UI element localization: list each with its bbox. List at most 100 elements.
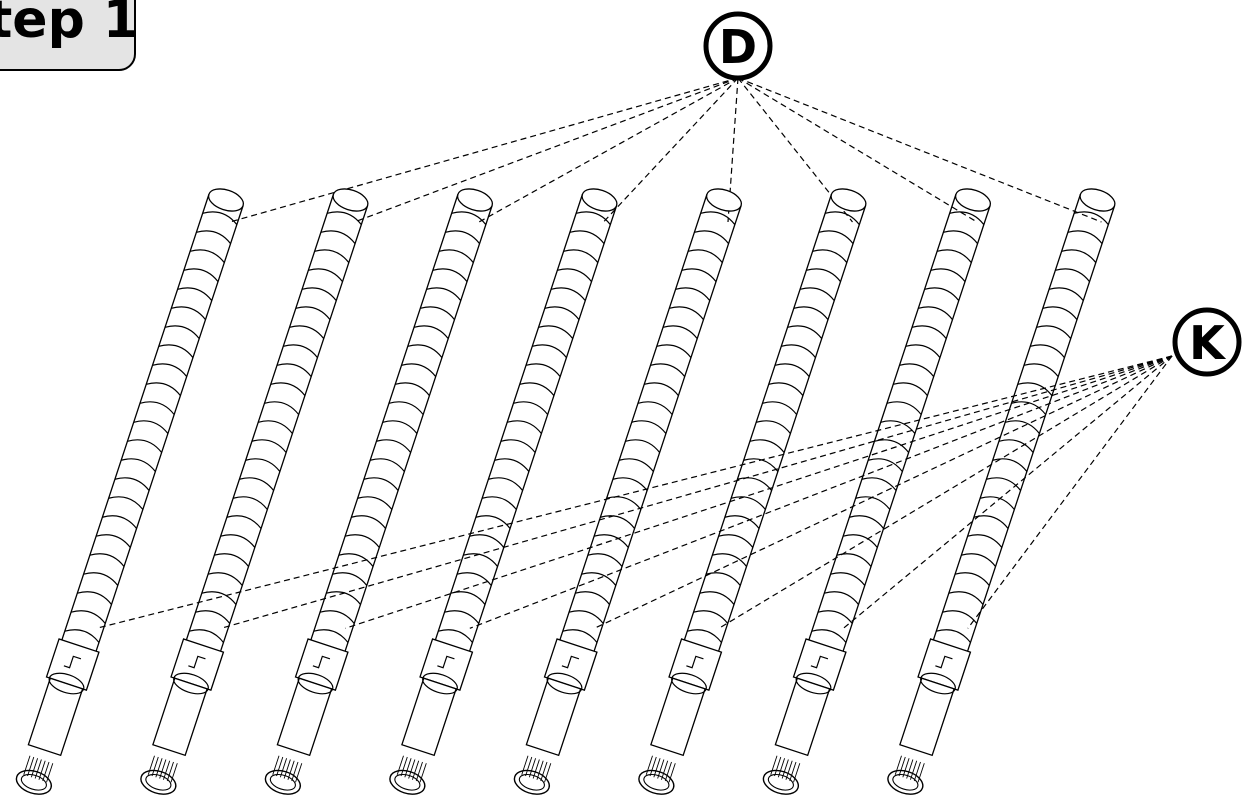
tube-end-cap bbox=[389, 769, 426, 795]
tube-segment-ring bbox=[874, 439, 910, 453]
tube-segment-ring bbox=[388, 401, 424, 415]
tube-segment-ring bbox=[344, 534, 380, 548]
leader-K-to-tube-5 bbox=[594, 355, 1173, 629]
tube-handle bbox=[152, 677, 208, 757]
tube-end-cap bbox=[762, 769, 800, 795]
tube-segment-ring bbox=[127, 439, 163, 453]
tube-segment-ring bbox=[662, 325, 698, 339]
tube-segment-ring bbox=[276, 363, 312, 377]
tube-segment-ring bbox=[133, 420, 169, 434]
tube-segment-ring bbox=[768, 382, 804, 396]
tube-segment-ring bbox=[967, 534, 1003, 548]
tube-segment-ring bbox=[332, 572, 368, 586]
tube-1 bbox=[15, 188, 245, 795]
tube-segment-ring bbox=[146, 382, 181, 396]
tube-top-cap bbox=[456, 188, 494, 212]
tube-knurl-line bbox=[906, 759, 914, 779]
tube-segment-ring bbox=[575, 211, 611, 226]
tube-side-left bbox=[344, 205, 493, 652]
tube-segment-ring bbox=[700, 211, 736, 226]
leader-D-to-tube-7 bbox=[737, 77, 978, 223]
leader-K-to-tube-8 bbox=[967, 355, 1173, 629]
tube-segment-ring bbox=[743, 458, 779, 472]
tube-segment-ring bbox=[139, 401, 175, 415]
tube-end-cap bbox=[140, 769, 177, 795]
tube-segment-ring bbox=[581, 572, 617, 586]
tube-segment-ring bbox=[600, 515, 636, 529]
tube-segment-ring bbox=[1011, 401, 1047, 415]
tube-segment-ring bbox=[687, 249, 723, 263]
tube-handle-ring bbox=[671, 672, 707, 695]
tube-knurl-line bbox=[532, 759, 540, 779]
tube-segment-ring bbox=[1005, 420, 1040, 434]
tube-side-left bbox=[95, 205, 244, 652]
tube-knurl-line bbox=[785, 760, 793, 780]
tube-knurl-line bbox=[279, 758, 288, 778]
tube-segment-ring bbox=[575, 591, 610, 605]
tube-segment-ring bbox=[232, 496, 268, 510]
tube-side-right bbox=[434, 194, 584, 641]
leader-K-to-tube-1 bbox=[96, 355, 1173, 629]
tube-knurl-line bbox=[291, 761, 299, 782]
tube-handle bbox=[401, 677, 457, 757]
tube-handle-ring bbox=[422, 672, 458, 695]
tube-knurl-line bbox=[46, 763, 54, 783]
tube-segment-ring bbox=[942, 610, 978, 624]
leader-D-to-tube-8 bbox=[737, 77, 1102, 223]
step-badge-label: Step 1 bbox=[0, 0, 139, 50]
tube-segment-ring bbox=[893, 382, 928, 396]
tube-handle-ring bbox=[173, 672, 209, 695]
tube-side-left bbox=[468, 205, 618, 652]
tube-knurl-line bbox=[521, 755, 529, 775]
tube-segment-ring bbox=[774, 363, 810, 377]
tube-segment-ring bbox=[961, 553, 997, 567]
tube-knurl-line bbox=[415, 761, 423, 782]
tube-segment-ring bbox=[606, 496, 642, 510]
tube-segment-ring bbox=[251, 439, 287, 453]
tube-segment-ring bbox=[102, 515, 138, 529]
tube-handle bbox=[899, 677, 955, 757]
tube-segment-ring bbox=[326, 591, 361, 605]
tube-segment-ring bbox=[562, 629, 598, 643]
leader-D-to-tube-1 bbox=[229, 77, 739, 223]
tube-3 bbox=[264, 188, 494, 795]
tube-segment-ring bbox=[189, 629, 224, 643]
tube-knurl-line bbox=[649, 756, 657, 777]
tube-top-cap bbox=[705, 188, 743, 212]
tube-segment-ring bbox=[563, 249, 599, 263]
tube-knurl-line bbox=[525, 756, 533, 777]
leader-K-to-tube-4 bbox=[469, 355, 1173, 629]
tube-segment-ring bbox=[370, 458, 405, 472]
tube-side-right bbox=[559, 194, 708, 641]
tube-segment-ring bbox=[1017, 382, 1053, 396]
tube-segment-ring bbox=[357, 496, 393, 510]
tube-side-right bbox=[932, 194, 1082, 641]
tube-segment-ring bbox=[413, 325, 449, 339]
tube-segment-ring bbox=[207, 572, 243, 586]
tube-segment-ring bbox=[936, 249, 972, 263]
tube-knurl-line bbox=[163, 760, 171, 780]
tube-connector-collar bbox=[294, 638, 349, 691]
tube-segment-ring bbox=[998, 439, 1034, 453]
tube-top-cap bbox=[1079, 188, 1116, 212]
tube-segment-ring bbox=[799, 287, 835, 301]
tube-segment-ring bbox=[338, 553, 374, 567]
tube-end-cap bbox=[638, 769, 675, 795]
leader-D-to-tube-2 bbox=[354, 77, 739, 223]
tube-segment-ring bbox=[314, 249, 350, 263]
tube-segment-ring bbox=[450, 591, 486, 605]
tube-knurl-line bbox=[902, 758, 910, 778]
tube-side-left bbox=[966, 205, 1116, 652]
tube-top-cap bbox=[207, 188, 245, 212]
tube-4 bbox=[389, 188, 618, 795]
tube-knurl-line bbox=[894, 755, 902, 775]
tube-segment-ring bbox=[171, 306, 206, 320]
tube-top-cap bbox=[581, 188, 618, 212]
tube-2 bbox=[140, 188, 369, 795]
tube-segment-ring bbox=[313, 629, 349, 643]
tube-segment-ring bbox=[924, 287, 960, 301]
tube-knurl-line bbox=[898, 756, 906, 777]
tube-segment-ring bbox=[631, 420, 667, 434]
callout-K-circle bbox=[1172, 307, 1242, 377]
tube-knurl-line bbox=[151, 756, 159, 777]
